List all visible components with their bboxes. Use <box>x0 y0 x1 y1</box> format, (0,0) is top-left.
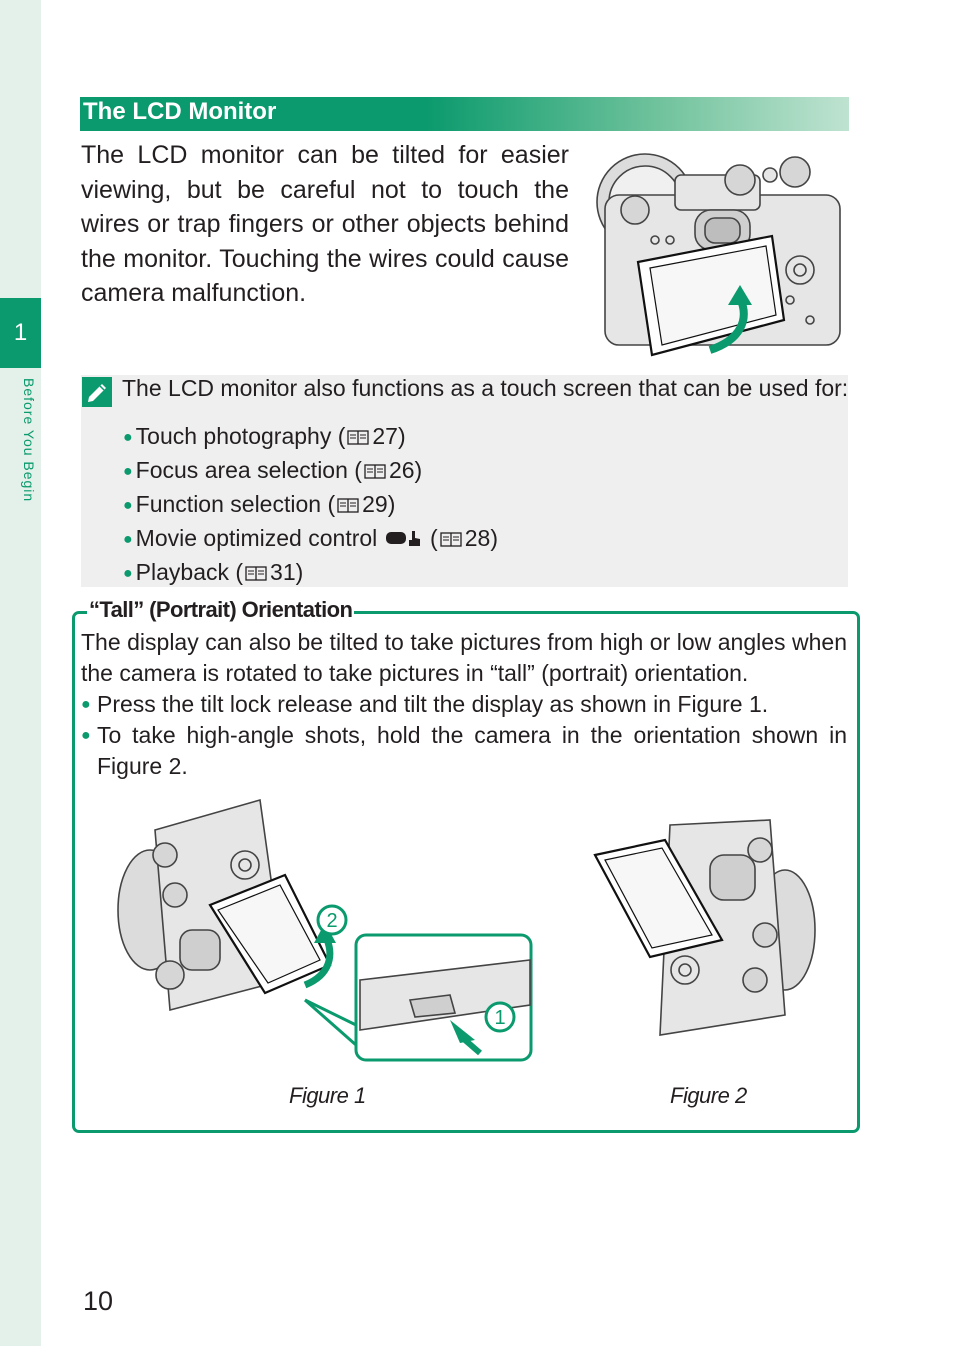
movie-touch-icon <box>385 531 420 546</box>
bullet-icon: ● <box>123 463 133 480</box>
book-reference-icon <box>337 498 359 513</box>
list-item-label[interactable]: Touch photography ( <box>135 423 346 449</box>
tall-orientation-title: “Tall” (Portrait) Orientation <box>87 597 355 623</box>
camera-tilt-illustration <box>596 153 841 357</box>
list-item: ●Focus area selection ( 26) <box>123 455 498 489</box>
bullet-icon: ● <box>123 565 133 582</box>
list-item: ●Movie optimized control (28) <box>123 525 498 551</box>
chapter-label-text: Before You Begin <box>21 378 37 503</box>
list-item: ●Playback ( 31) <box>123 557 498 591</box>
chapter-label: Before You Begin <box>19 378 39 548</box>
list-item-label[interactable]: Playback ( <box>135 559 244 585</box>
book-reference-icon <box>347 430 370 445</box>
figure-2-caption: Figure 2 <box>670 1083 747 1108</box>
bullet-icon: ● <box>81 727 91 744</box>
section-heading-bar: The LCD Monitor <box>80 97 849 131</box>
note-text: The LCD monitor also functions as a touc… <box>122 375 849 401</box>
figure-1-caption: Figure 1 <box>289 1083 366 1108</box>
tall-orientation-box <box>72 611 860 1133</box>
list-item: ● Press the tilt lock release and tilt th… <box>81 689 847 720</box>
book-reference-icon <box>245 566 267 581</box>
bullet-icon: ● <box>123 497 133 514</box>
page-reference[interactable]: 28) <box>464 525 498 551</box>
bullet-icon: ● <box>81 696 91 713</box>
list-item: ● To take high-angle shots, hold the came… <box>81 720 847 782</box>
tall-orientation-list: ● Press the tilt lock release and tilt th… <box>81 689 847 782</box>
page-number: 10 <box>83 1286 114 1316</box>
chapter-number: 1 <box>13 319 28 346</box>
note-box: The LCD monitor also functions as a touc… <box>81 375 848 587</box>
tall-orientation-text: The display can also be tilted to take p… <box>81 629 847 686</box>
list-item-label[interactable]: Function selection ( <box>135 491 336 517</box>
step-2-label: 2 <box>326 910 337 932</box>
section-heading: The LCD Monitor <box>83 98 277 125</box>
page-reference[interactable]: 31) <box>270 559 304 585</box>
pencil-note-icon <box>82 377 112 407</box>
list-item: ●Function selection ( 29) <box>123 489 498 523</box>
list-item-label[interactable]: Focus area selection ( <box>135 457 362 483</box>
sidebar-strip <box>0 0 41 1346</box>
bullet-icon: ● <box>123 531 133 548</box>
list-item: ●Touch photography ( 27) <box>123 421 498 455</box>
figure-2-illustration <box>593 819 816 1036</box>
tall-orientation-body: The display can also be tilted to take p… <box>81 627 847 782</box>
intro-paragraph: The LCD monitor can be tilted for easier… <box>81 141 569 307</box>
list-item-label[interactable]: Movie optimized control <box>135 525 378 551</box>
list-item-text: To take high-angle shots, hold the camer… <box>97 722 847 779</box>
book-reference-icon <box>440 532 462 547</box>
step-1-label: 1 <box>494 1007 505 1029</box>
book-reference-icon <box>364 464 386 479</box>
page-reference[interactable]: 26) <box>388 457 423 483</box>
list-item-text: Press the tilt lock release and tilt the… <box>97 691 769 717</box>
figure-1-illustration: 2 1 <box>117 798 533 1062</box>
page-reference[interactable]: 29) <box>362 491 396 517</box>
page-reference[interactable]: 27) <box>372 423 406 449</box>
note-list: ●Touch photography (27) ●Focus area sele… <box>123 421 498 591</box>
chapter-tab: 1 <box>0 298 41 368</box>
bullet-icon: ● <box>123 429 133 446</box>
